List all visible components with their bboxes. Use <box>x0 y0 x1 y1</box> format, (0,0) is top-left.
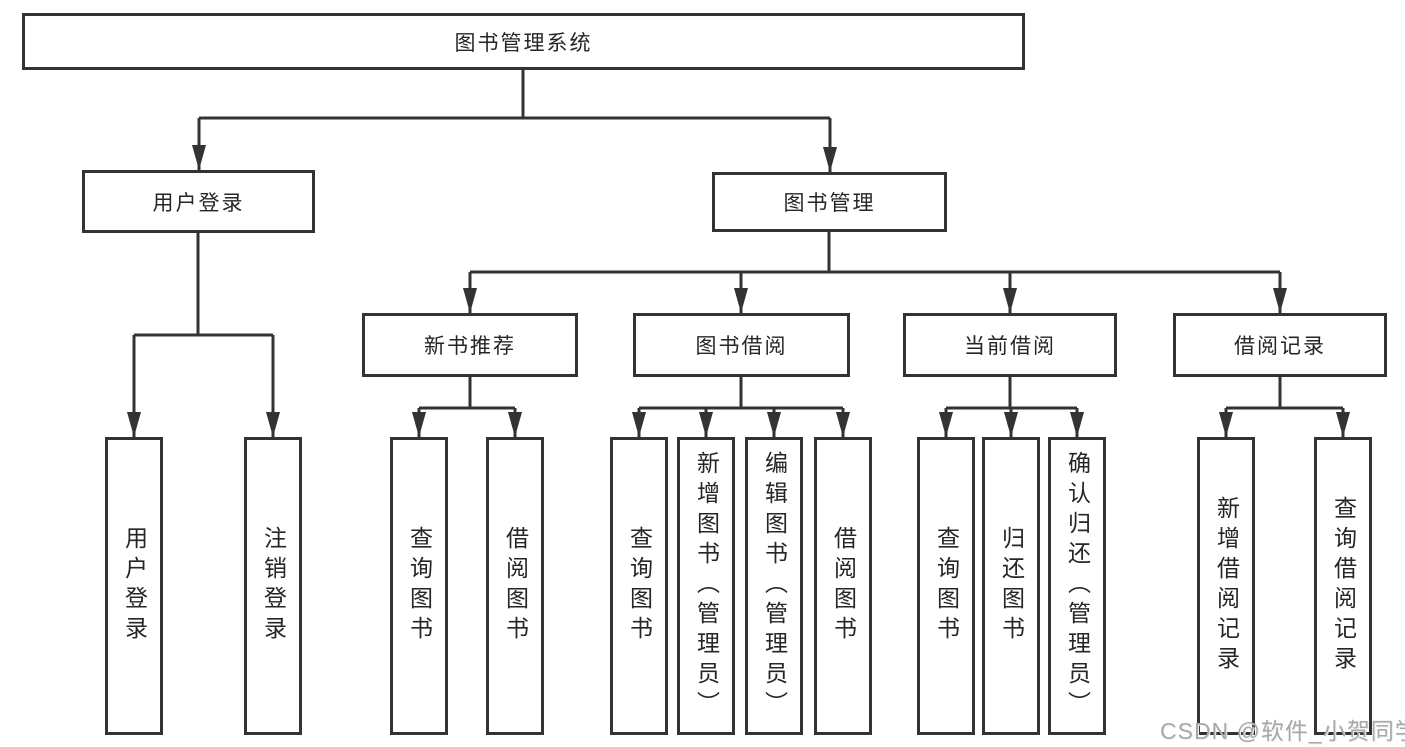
leaf-query-books-current: 查询图书 <box>917 437 975 735</box>
connector-book-borrow-trunk <box>639 377 843 410</box>
connector-root-trunk <box>199 70 830 120</box>
node-book-borrowing: 图书借阅 <box>633 313 850 377</box>
node-book-management: 图书管理 <box>712 172 947 232</box>
leaf-edit-book-admin: 编辑图书（管理员） <box>745 437 803 735</box>
connector-book-mgmt-trunk <box>470 232 1280 274</box>
leaf-query-borrow-record: 查询借阅记录 <box>1314 437 1372 735</box>
leaf-query-books-rec: 查询图书 <box>390 437 448 735</box>
connector-current-borrow-trunk <box>946 377 1077 410</box>
node-root-system: 图书管理系统 <box>22 13 1025 70</box>
node-user-login-group: 用户登录 <box>82 170 315 233</box>
leaf-add-book-admin: 新增图书（管理员） <box>677 437 735 735</box>
leaf-logout: 注销登录 <box>244 437 302 735</box>
connector-new-book-trunk <box>419 377 515 410</box>
connector-borrow-records-trunk <box>1226 377 1343 410</box>
node-new-book-recommendation: 新书推荐 <box>362 313 578 377</box>
csdn-watermark: CSDN @软件_小贺同学 <box>1160 718 1405 744</box>
node-borrowing-records: 借阅记录 <box>1173 313 1387 377</box>
leaf-borrow-books-borrow: 借阅图书 <box>814 437 872 735</box>
leaf-confirm-return-admin: 确认归还（管理员） <box>1048 437 1106 735</box>
leaf-return-book: 归还图书 <box>982 437 1040 735</box>
node-current-borrowing: 当前借阅 <box>903 313 1117 377</box>
leaf-borrow-books-rec: 借阅图书 <box>486 437 544 735</box>
leaf-add-borrow-record: 新增借阅记录 <box>1197 437 1255 735</box>
connector-user-login-trunk <box>134 233 273 337</box>
leaf-query-books-borrow: 查询图书 <box>610 437 668 735</box>
leaf-user-login: 用户登录 <box>105 437 163 735</box>
